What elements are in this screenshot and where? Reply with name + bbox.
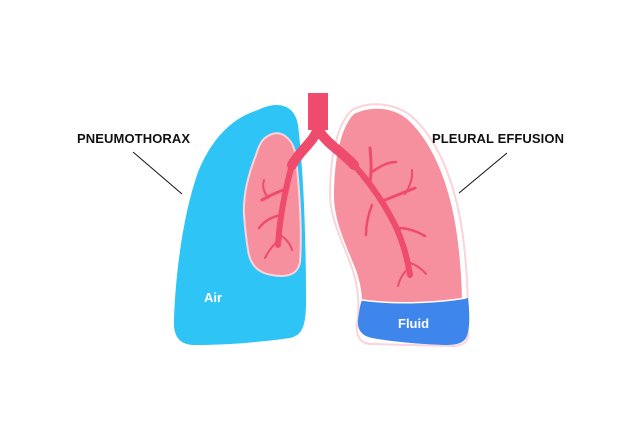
air-label: Air	[204, 290, 223, 305]
fluid-line	[361, 297, 467, 304]
pneumothorax-label: PNEUMOTHORAX	[77, 131, 191, 146]
fluid-label: Fluid	[398, 316, 430, 331]
right-lung	[334, 108, 462, 302]
pleural-fluid	[357, 298, 470, 345]
pneumothorax-pointer-line	[132, 151, 183, 195]
pleural-effusion-label: PLEURAL EFFUSION	[432, 131, 565, 146]
airways	[257, 93, 427, 287]
pleural-effusion-pointer-line	[458, 152, 508, 194]
